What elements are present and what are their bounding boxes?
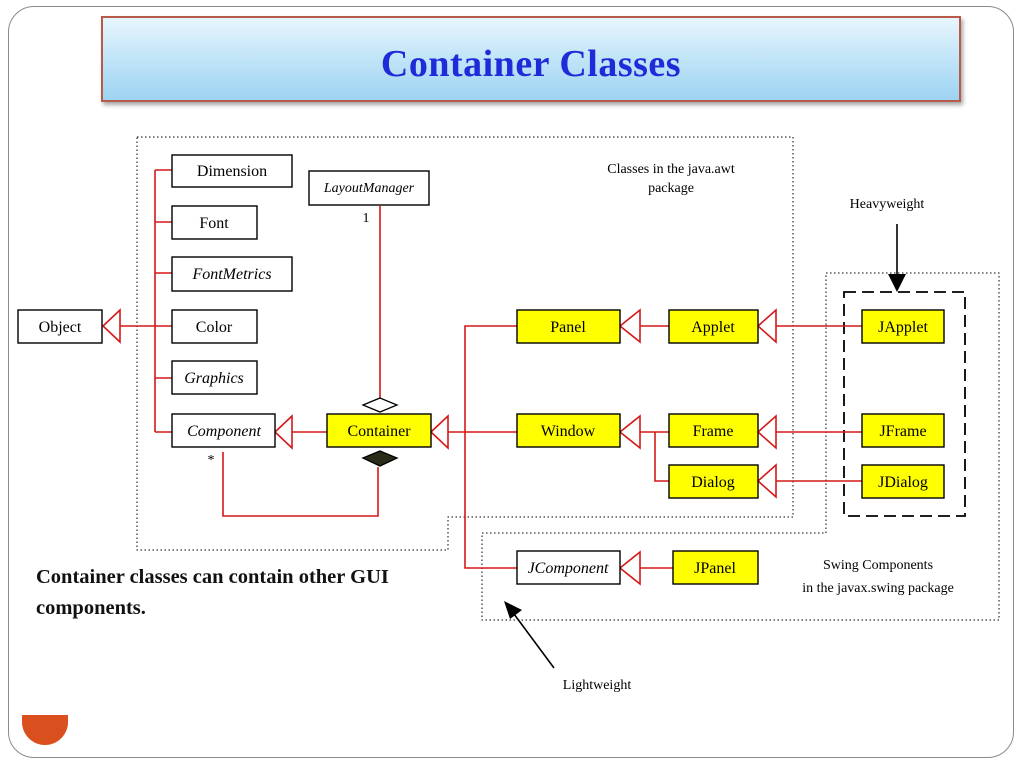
dialog-window-line xyxy=(654,432,669,482)
lightweight-note: Lightweight xyxy=(563,678,632,693)
heavyweight-group xyxy=(843,291,966,517)
class-container-label: Container xyxy=(347,423,411,440)
class-jpanel-label: JPanel xyxy=(694,560,736,577)
object-inheritance-arrow xyxy=(101,308,121,344)
class-frame-label: Frame xyxy=(693,423,734,440)
class-panel-label: Panel xyxy=(550,319,586,336)
class-jframe xyxy=(861,413,945,448)
class-japplet xyxy=(861,309,945,344)
applet-inheritance-arrow xyxy=(756,308,777,344)
swing-note-line2: in the javax.swing package xyxy=(802,581,954,596)
class-panel xyxy=(516,309,621,344)
multiplicity-many: * xyxy=(208,453,215,468)
class-jdialog xyxy=(861,464,945,499)
class-dimension xyxy=(171,154,293,188)
class-dimension-label: Dimension xyxy=(197,163,267,180)
class-fontmetrics-label: FontMetrics xyxy=(191,266,271,283)
heavyweight-arrow-head xyxy=(888,274,906,292)
awt-package-note-line2: package xyxy=(648,181,694,196)
class-window-label: Window xyxy=(541,423,596,440)
heavyweight-note: Heavyweight xyxy=(850,197,925,212)
class-frame xyxy=(668,413,759,448)
class-color xyxy=(171,309,258,344)
class-jdialog-label: JDialog xyxy=(878,474,928,491)
container-inheritance-arrow xyxy=(429,414,449,450)
class-jcomponent-label: JComponent xyxy=(528,560,609,577)
swing-package-region xyxy=(481,272,1000,621)
jcomponent-inheritance-arrow xyxy=(618,550,641,586)
class-japplet-label: JApplet xyxy=(878,319,928,336)
class-applet xyxy=(668,309,759,344)
lightweight-arrow-line xyxy=(513,613,555,669)
class-applet-label: Applet xyxy=(691,319,735,336)
panel-inheritance-arrow xyxy=(618,308,641,344)
swing-note-line1: Swing Components xyxy=(823,558,933,573)
class-jcomponent xyxy=(516,550,621,585)
class-container xyxy=(326,413,432,448)
class-color-label: Color xyxy=(196,319,233,336)
class-object-label: Object xyxy=(39,319,82,336)
class-component xyxy=(171,413,276,448)
class-dialog-label: Dialog xyxy=(691,474,735,491)
class-layoutmanager xyxy=(308,170,430,206)
awt-package-region xyxy=(136,136,794,551)
class-jpanel xyxy=(672,550,759,585)
title-bar: Container Classes xyxy=(101,16,961,102)
class-graphics-label: Graphics xyxy=(184,370,244,387)
slide-title: Container Classes xyxy=(380,43,682,85)
class-layoutmanager-label: LayoutManager xyxy=(323,181,415,196)
component-inheritance-arrow xyxy=(273,414,293,450)
aggregation-diamond xyxy=(361,397,399,413)
class-fontmetrics xyxy=(171,256,293,292)
caption: Container classes can contain other GUI … xyxy=(36,566,389,619)
class-window xyxy=(516,413,621,448)
composition-line xyxy=(222,452,379,517)
dialog-inheritance-arrow xyxy=(756,463,777,499)
slide-frame xyxy=(8,6,1014,758)
class-component-label: Component xyxy=(187,423,261,440)
class-dialog xyxy=(668,464,759,499)
class-graphics xyxy=(171,360,258,395)
multiplicity-one: 1 xyxy=(363,211,370,226)
class-font xyxy=(171,205,258,240)
window-inheritance-arrow xyxy=(618,414,641,450)
frame-inheritance-arrow xyxy=(756,414,777,450)
composition-diamond xyxy=(361,450,399,467)
class-jframe-label: JFrame xyxy=(879,423,926,440)
class-object xyxy=(17,309,103,344)
container-bus-line xyxy=(464,325,517,569)
awt-package-note-line1: Classes in the java.awt xyxy=(607,162,735,177)
lightweight-arrow-head xyxy=(504,601,522,619)
class-font-label: Font xyxy=(199,215,229,232)
